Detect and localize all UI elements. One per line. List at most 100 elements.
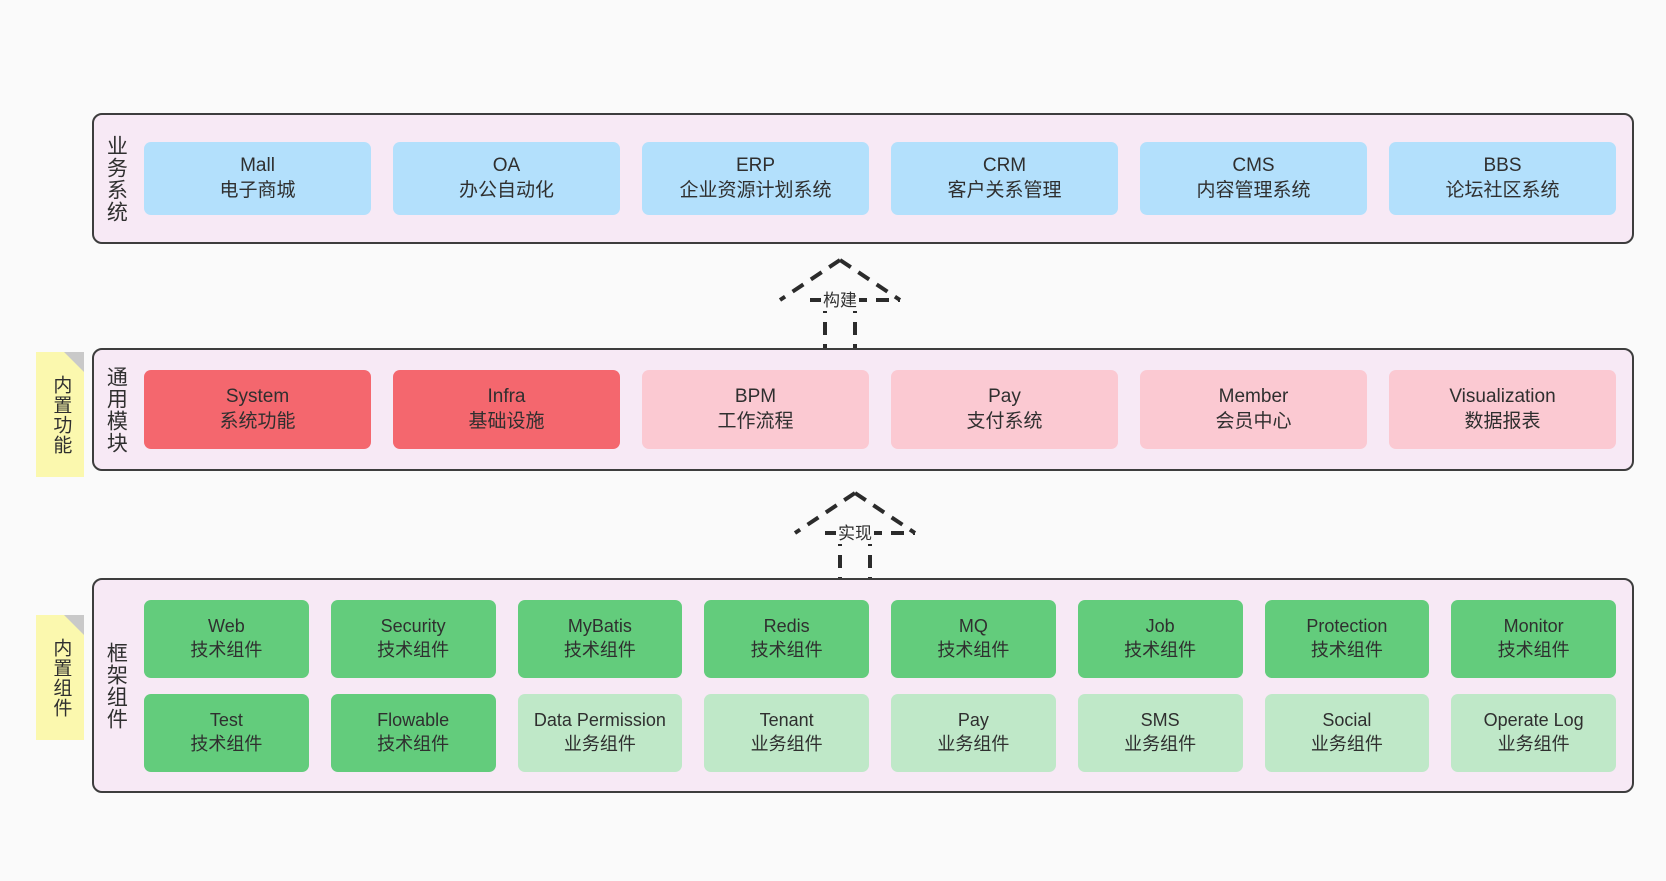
card-web[interactable]: Web 技术组件: [144, 599, 309, 678]
card-member[interactable]: Member 会员中心: [1140, 370, 1367, 449]
card-subtitle: 技术组件: [1497, 639, 1570, 660]
card-title: MQ: [958, 616, 988, 637]
card-redis[interactable]: Redis 技术组件: [704, 599, 869, 678]
card-title: Mall: [240, 155, 275, 177]
card-subtitle: 办公自动化: [458, 179, 554, 201]
card-cms[interactable]: CMS 内容管理系统: [1140, 142, 1367, 215]
card-title: OA: [492, 155, 521, 177]
card-subtitle: 电子商城: [219, 179, 296, 201]
business-card-row: Mall 电子商城 OA 办公自动化 ERP 企业资源计划系统 CRM 客户关系…: [144, 142, 1616, 215]
card-title: Infra: [487, 386, 526, 408]
card-subtitle: 技术组件: [190, 639, 263, 660]
card-data-permission[interactable]: Data Permission 业务组件: [517, 693, 683, 772]
card-security[interactable]: Security 技术组件: [330, 599, 496, 678]
card-title: SMS: [1140, 710, 1180, 731]
card-protection[interactable]: Protection 技术组件: [1264, 599, 1430, 678]
layer-modules-title: 通用模块: [104, 365, 128, 454]
card-pay-component[interactable]: Pay 业务组件: [891, 693, 1056, 772]
card-subtitle: 客户关系管理: [947, 179, 1062, 201]
connector-implement-label: 实现: [836, 519, 874, 544]
card-subtitle: 技术组件: [377, 639, 450, 660]
card-title: Data Permission: [533, 710, 666, 731]
card-subtitle: 工作流程: [717, 410, 794, 432]
card-flowable[interactable]: Flowable 技术组件: [330, 693, 496, 772]
card-title: Pay: [988, 386, 1021, 408]
note-builtin-components: 内置组件: [36, 615, 84, 740]
layer-common-modules: 通用模块 System 系统功能 Infra 基础设施 BPM 工作流程 Pay…: [92, 348, 1634, 471]
card-title: CMS: [1232, 155, 1275, 177]
card-subtitle: 技术组件: [937, 639, 1010, 660]
layer-business-title: 业务系统: [104, 134, 128, 223]
card-bpm[interactable]: BPM 工作流程: [642, 370, 869, 449]
connector-implement: 实现: [765, 485, 945, 585]
card-subtitle: 基础设施: [468, 410, 545, 432]
card-subtitle: 内容管理系统: [1196, 179, 1311, 201]
card-title: ERP: [735, 155, 776, 177]
card-subtitle: 支付系统: [966, 410, 1043, 432]
card-title: System: [225, 386, 290, 408]
card-subtitle: 数据报表: [1464, 410, 1541, 432]
card-title: Visualization: [1449, 386, 1556, 408]
modules-card-row: System 系统功能 Infra 基础设施 BPM 工作流程 Pay 支付系统…: [144, 370, 1616, 449]
card-title: Web: [208, 616, 245, 637]
layer-business-body: Mall 电子商城 OA 办公自动化 ERP 企业资源计划系统 CRM 客户关系…: [136, 115, 1632, 242]
layer-framework-body: Web 技术组件 Security 技术组件 MyBatis 技术组件 Redi…: [136, 580, 1632, 791]
layer-framework-components: 框架组件 Web 技术组件 Security 技术组件 MyBatis 技术组件…: [92, 578, 1634, 793]
card-title: CRM: [982, 155, 1027, 177]
card-subtitle: 技术组件: [377, 733, 450, 754]
note-label: 内置功能: [50, 374, 72, 455]
card-subtitle: 业务组件: [937, 733, 1010, 754]
card-title: Protection: [1306, 616, 1388, 637]
layer-business-system: 业务系统 Mall 电子商城 OA 办公自动化 ERP 企业资源计划系统 CRM…: [92, 113, 1634, 244]
card-title: Test: [209, 710, 243, 731]
card-visualization[interactable]: Visualization 数据报表: [1389, 370, 1616, 449]
card-mybatis[interactable]: MyBatis 技术组件: [517, 599, 683, 678]
card-title: BBS: [1483, 155, 1522, 177]
card-tenant[interactable]: Tenant 业务组件: [704, 693, 869, 772]
card-title: BPM: [734, 386, 777, 408]
note-label: 内置组件: [50, 637, 72, 718]
card-monitor[interactable]: Monitor 技术组件: [1451, 599, 1616, 678]
card-subtitle: 业务组件: [1124, 733, 1197, 754]
card-title: MyBatis: [567, 616, 632, 637]
framework-tech-row: Web 技术组件 Security 技术组件 MyBatis 技术组件 Redi…: [144, 599, 1616, 678]
card-job[interactable]: Job 技术组件: [1077, 599, 1243, 678]
card-subtitle: 会员中心: [1215, 410, 1292, 432]
connector-build-label: 构建: [821, 286, 859, 311]
card-social[interactable]: Social 业务组件: [1264, 693, 1430, 772]
card-subtitle: 业务组件: [563, 733, 636, 754]
card-subtitle: 技术组件: [1124, 639, 1197, 660]
card-oa[interactable]: OA 办公自动化: [393, 142, 620, 215]
card-operate-log[interactable]: Operate Log 业务组件: [1451, 693, 1616, 772]
card-mq[interactable]: MQ 技术组件: [891, 599, 1056, 678]
card-title: Tenant: [759, 710, 814, 731]
layer-framework-title: 框架组件: [104, 641, 128, 730]
card-infra[interactable]: Infra 基础设施: [393, 370, 620, 449]
card-subtitle: 系统功能: [219, 410, 296, 432]
card-test[interactable]: Test 技术组件: [144, 693, 309, 772]
card-title: Security: [380, 616, 446, 637]
card-subtitle: 业务组件: [750, 733, 823, 754]
card-mall[interactable]: Mall 电子商城: [144, 142, 371, 215]
card-system[interactable]: System 系统功能: [144, 370, 371, 449]
card-subtitle: 企业资源计划系统: [679, 179, 832, 201]
card-bbs[interactable]: BBS 论坛社区系统: [1389, 142, 1616, 215]
card-title: Job: [1145, 616, 1175, 637]
card-title: Member: [1218, 386, 1289, 408]
card-title: Monitor: [1503, 616, 1564, 637]
card-subtitle: 技术组件: [190, 733, 263, 754]
card-pay[interactable]: Pay 支付系统: [891, 370, 1118, 449]
note-builtin-features: 内置功能: [36, 352, 84, 477]
card-title: Redis: [763, 616, 810, 637]
card-erp[interactable]: ERP 企业资源计划系统: [642, 142, 869, 215]
card-subtitle: 论坛社区系统: [1445, 179, 1560, 201]
card-subtitle: 业务组件: [1310, 733, 1383, 754]
layer-modules-body: System 系统功能 Infra 基础设施 BPM 工作流程 Pay 支付系统…: [136, 350, 1632, 469]
card-subtitle: 技术组件: [750, 639, 823, 660]
card-crm[interactable]: CRM 客户关系管理: [891, 142, 1118, 215]
card-subtitle: 业务组件: [1497, 733, 1570, 754]
framework-biz-row: Test 技术组件 Flowable 技术组件 Data Permission …: [144, 693, 1616, 772]
card-sms[interactable]: SMS 业务组件: [1077, 693, 1243, 772]
card-title: Flowable: [377, 710, 450, 731]
connector-build: 构建: [750, 252, 930, 352]
